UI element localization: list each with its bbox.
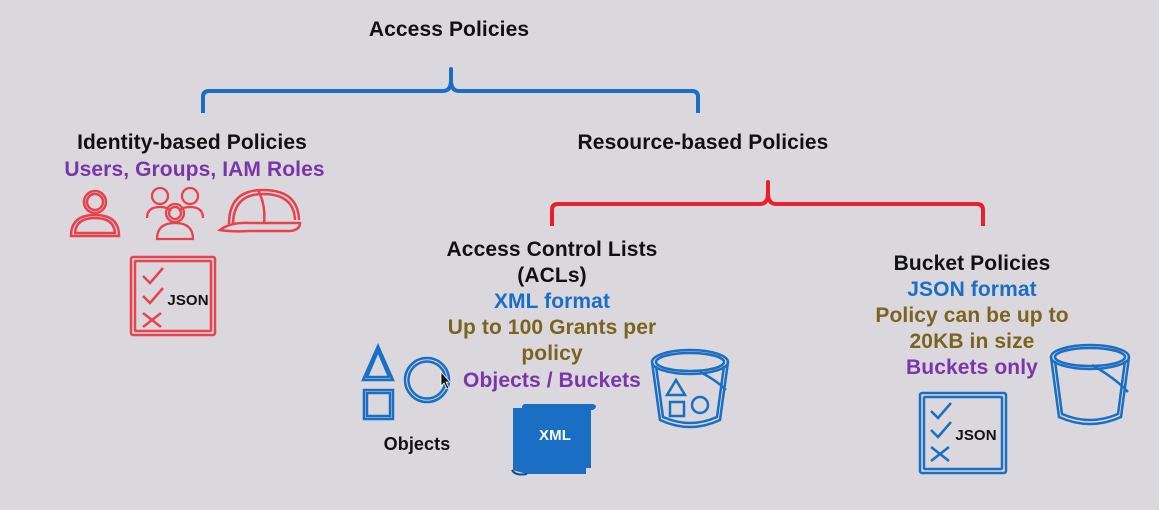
- xml-scroll-icon: [511, 404, 596, 476]
- bucket-icon: [1049, 343, 1131, 426]
- bucket-policies-title: Bucket Policies: [893, 252, 1051, 275]
- bucket-json-badge: JSON: [955, 427, 997, 444]
- resource-policies-bracket: [550, 180, 985, 226]
- bucket-policies-limit-line2: 20KB in size: [909, 330, 1035, 353]
- hard-hat-icon: [217, 188, 302, 233]
- user-icon: [69, 189, 121, 238]
- acl-format: XML format: [493, 290, 611, 313]
- access-policies-bracket: [201, 67, 700, 113]
- group-icon: [145, 186, 205, 241]
- bucket-policies-scope: Buckets only: [906, 356, 1038, 379]
- bucket-with-objects-icon: [650, 348, 730, 429]
- identity-policies-title: Identity-based Policies: [77, 131, 307, 154]
- access-policies-title: Access Policies: [368, 18, 530, 41]
- acl-scope: Objects / Buckets: [463, 369, 641, 392]
- identity-json-badge: JSON: [167, 292, 209, 309]
- bucket-policies-limit-line1: Policy can be up to: [875, 304, 1069, 327]
- objects-label: Objects: [383, 434, 451, 454]
- acl-title-line1: Access Control Lists: [446, 238, 658, 261]
- identity-policies-subtitle: Users, Groups, IAM Roles: [64, 158, 325, 181]
- xml-badge: XML: [539, 427, 571, 444]
- bucket-policies-format: JSON format: [907, 278, 1037, 301]
- json-policy-doc-icon-bucket: [918, 391, 1008, 475]
- acl-limit-line2: policy: [521, 342, 583, 365]
- json-policy-doc-icon-identity: [129, 255, 217, 337]
- acl-limit-line1: Up to 100 Grants per: [447, 316, 657, 339]
- acl-title-line2: (ACLs): [517, 264, 587, 287]
- resource-policies-title: Resource-based Policies: [577, 131, 829, 154]
